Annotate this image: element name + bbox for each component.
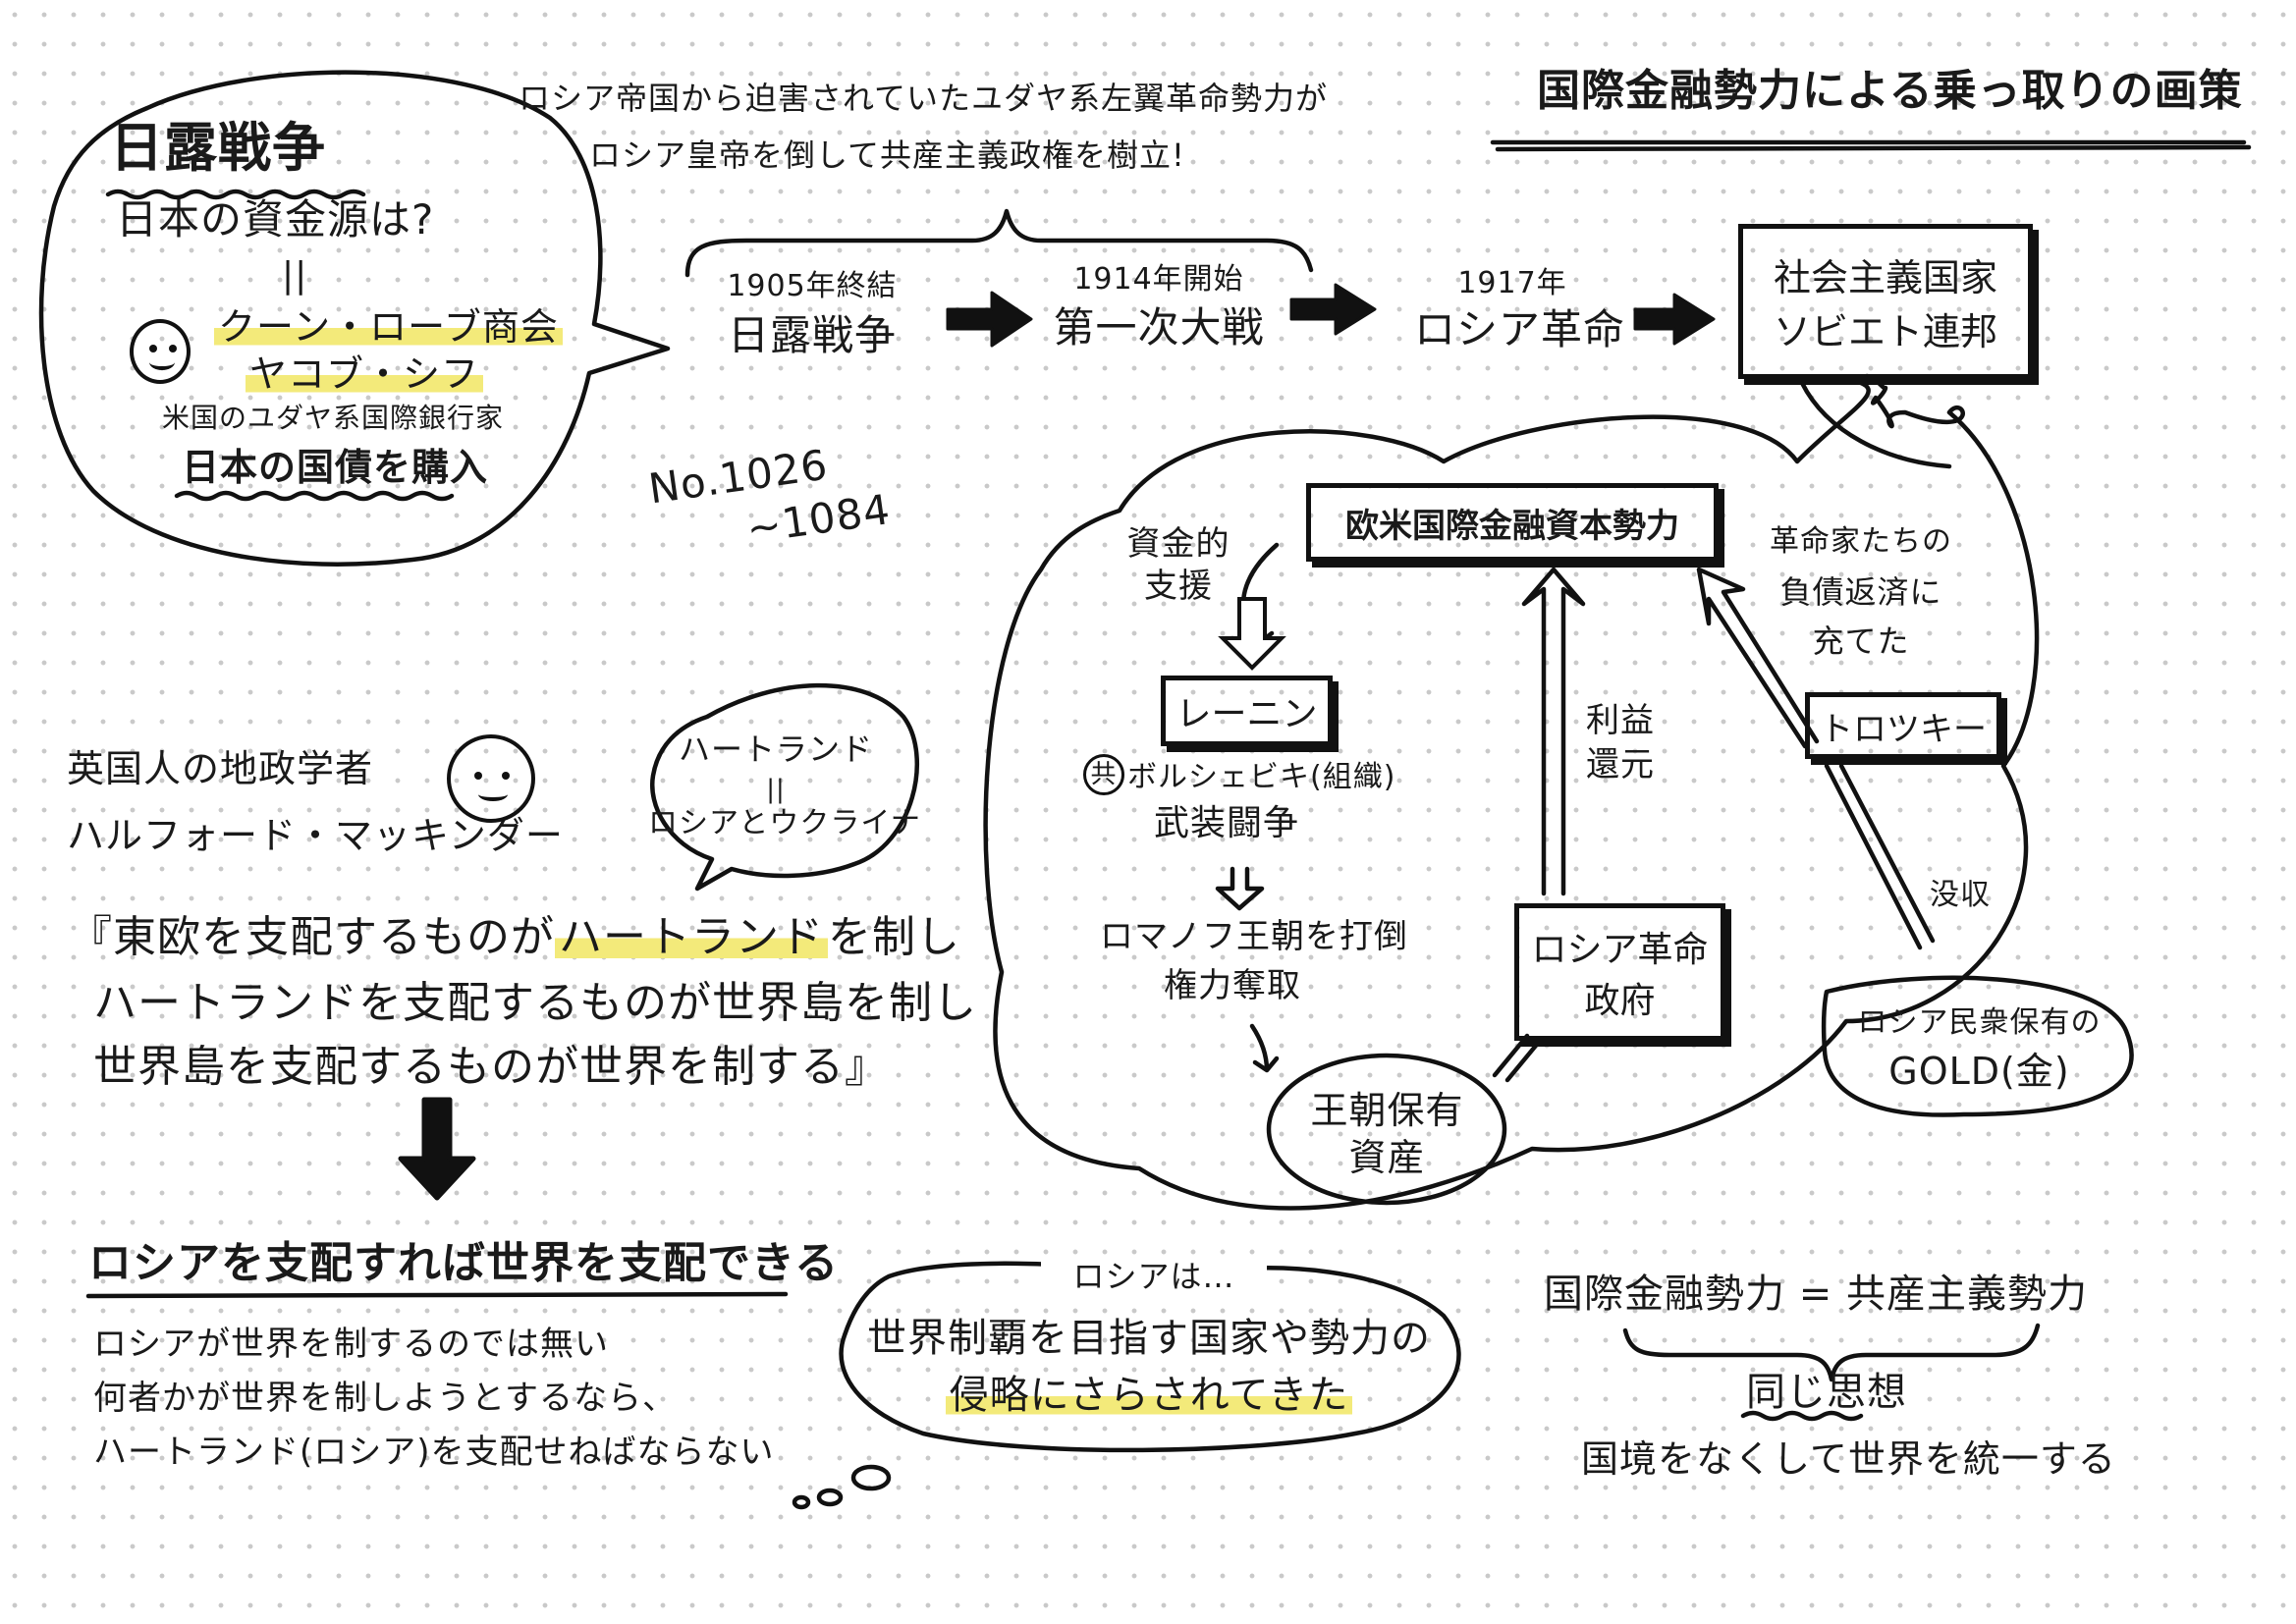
capital-label: 欧米国際金融資本勢力 <box>1345 506 1679 546</box>
funding-arrow-head <box>1218 597 1286 671</box>
mackinder-bubble-line2: ロシアとウクライナ <box>648 806 921 840</box>
mackinder-bubble-outline <box>650 682 919 892</box>
soviet-line1: 社会主義国家 <box>1773 256 1997 299</box>
face-icon <box>130 319 191 384</box>
equation-same: 同じ思想 <box>1746 1370 1907 1415</box>
mackinder-bubble-line1: ハートランド <box>678 731 873 768</box>
thought-dot-medium <box>816 1488 844 1507</box>
timeline-arrow-2 <box>1289 283 1377 336</box>
thought-dot-large <box>850 1464 892 1491</box>
quote-line1-highlight: ハートランド <box>555 912 828 962</box>
kyou-mark: 共 <box>1083 754 1124 795</box>
mackinder-line1: 英国人の地政学者 <box>67 747 374 790</box>
lenin-box: レーニン <box>1161 676 1333 746</box>
heading-wavy-underline <box>105 189 366 200</box>
timeline-arrow-1 <box>946 291 1033 348</box>
revgov-line1: ロシア革命 <box>1531 930 1709 970</box>
confiscate-arrow <box>1824 763 1936 950</box>
thought-line2: 侵略にさらされてきた <box>854 1373 1444 1418</box>
assets-bubble-outline <box>1266 1053 1507 1206</box>
soviet-line2: ソビエト連邦 <box>1773 310 1997 353</box>
conclusion-line1: ロシアが世界を制するのでは無い <box>93 1325 609 1364</box>
profit-line2: 還元 <box>1586 745 1655 785</box>
lenin-label: レーニン <box>1175 694 1318 734</box>
trotsky-arrow <box>1696 567 1820 749</box>
trotsky-label: トロツキー <box>1820 709 1987 749</box>
bubble-role: 米国のユダヤ系国際銀行家 <box>162 402 505 434</box>
revolutionary-government-box: ロシア革命 政府 <box>1514 903 1725 1041</box>
equation-text: 国際金融勢力 = 共産主義勢力 <box>1544 1272 2088 1317</box>
profit-arrow <box>1521 567 1586 896</box>
big-down-arrow <box>398 1097 476 1201</box>
armed-down-arrow <box>1215 866 1265 911</box>
assets-line2: 資産 <box>1348 1136 1426 1179</box>
confiscate-label: 没収 <box>1930 878 1991 912</box>
cloud-connector <box>1799 380 1952 469</box>
debt-line2: 負債返済に <box>1779 573 1942 611</box>
conclusion-heading: ロシアを支配すれば世界を支配できる <box>88 1238 840 1288</box>
quote-line3: 世界島を支配するものが世界を制する』 <box>93 1042 889 1092</box>
seize-arrow <box>1249 1023 1280 1073</box>
bubble-firm: クーン・ローブ商会 <box>214 305 563 350</box>
armed-struggle-label: 武装闘争 <box>1154 803 1300 843</box>
assets-line1: 王朝保有 <box>1310 1089 1464 1132</box>
bolshevik-label: ボルシェビキ(組織) <box>1127 760 1396 794</box>
overthrow-label: ロマノフ王朝を打倒 <box>1100 917 1408 956</box>
equation-result: 国境をなくして世界を統一する <box>1581 1437 2116 1481</box>
trotsky-box: トロツキー <box>1805 692 2001 759</box>
title-underline <box>1490 139 2252 152</box>
mackinder-face-icon <box>447 734 535 823</box>
quote-line1-b: を制し <box>828 912 960 962</box>
thought-dot-small <box>792 1494 811 1510</box>
bubble-equals: || <box>282 255 308 296</box>
capital-box: 欧米国際金融資本勢力 <box>1306 483 1719 562</box>
timeline-2-year: 1914年開始 <box>1073 262 1244 297</box>
thought-title: ロシアは… <box>1041 1259 1267 1295</box>
conclusion-line2: 何者かが世界を制しようとするなら、 <box>93 1379 677 1418</box>
assets-to-gov-stroke <box>1492 1033 1543 1083</box>
bubble-person: ヤコブ・シフ <box>246 352 484 397</box>
thought-line2-text: 侵略にさらされてきた <box>945 1373 1353 1418</box>
gold-line1: ロシア民衆保有の <box>1857 1005 2102 1040</box>
timeline-arrow-3 <box>1633 293 1716 346</box>
cloud-outline <box>983 373 2040 1211</box>
thought-line1: 世界制覇を目指す国家や勢力の <box>867 1316 1431 1361</box>
gold-bubble-outline <box>1821 975 2134 1117</box>
soviet-union-box: 社会主義国家 ソビエト連邦 <box>1738 224 2033 379</box>
timeline-3-year: 1917年 <box>1457 266 1567 300</box>
conclusion-underline <box>85 1291 789 1299</box>
gold-line2: GOLD(金) <box>1888 1050 2070 1093</box>
quote-line2: ハートランドを支配するものが世界島を制し <box>93 978 977 1028</box>
conclusion-line3: ハートランド(ロシア)を支配せねばならない <box>93 1433 775 1472</box>
same-underline <box>1740 1410 1864 1422</box>
top-note-line1: ロシア帝国から迫害されていたユダヤ系左翼革命勢力が <box>519 80 1329 117</box>
bubble-heading: 日露戦争 <box>110 117 326 179</box>
page-title: 国際金融勢力による乗っ取りの画策 <box>1537 66 2243 116</box>
debt-line1: 革命家たちの <box>1770 524 1952 559</box>
mackinder-bubble-equals: || <box>766 775 786 804</box>
funding-line1: 資金的 <box>1126 524 1230 564</box>
top-brace <box>684 208 1314 278</box>
quote-line1: 『東欧を支配するものがハートランドを制し <box>69 912 960 963</box>
quote-line1-a: 『東欧を支配するものが <box>69 912 555 962</box>
bubble-question: 日本の資金源は? <box>116 195 435 244</box>
debt-line3: 充てた <box>1812 623 1910 660</box>
funding-line2: 支援 <box>1144 567 1213 606</box>
bubble-action: 日本の国債を購入 <box>182 446 489 489</box>
profit-line1: 利益 <box>1586 701 1655 740</box>
timeline-1-event: 日露戦争 <box>727 311 897 359</box>
top-note-line2: ロシア皇帝を倒して共産主義政権を樹立! <box>589 136 1185 174</box>
timeline-1-year: 1905年終結 <box>727 269 898 303</box>
timeline-3-event: ロシア革命 <box>1414 305 1626 353</box>
speech-bubble-outline <box>38 70 671 567</box>
seize-label: 権力奪取 <box>1164 966 1301 1005</box>
revgov-line2: 政府 <box>1584 981 1656 1021</box>
equation-brace <box>1622 1323 2041 1382</box>
timeline-2-event: 第一次大戦 <box>1053 303 1265 352</box>
action-underline <box>174 490 455 502</box>
